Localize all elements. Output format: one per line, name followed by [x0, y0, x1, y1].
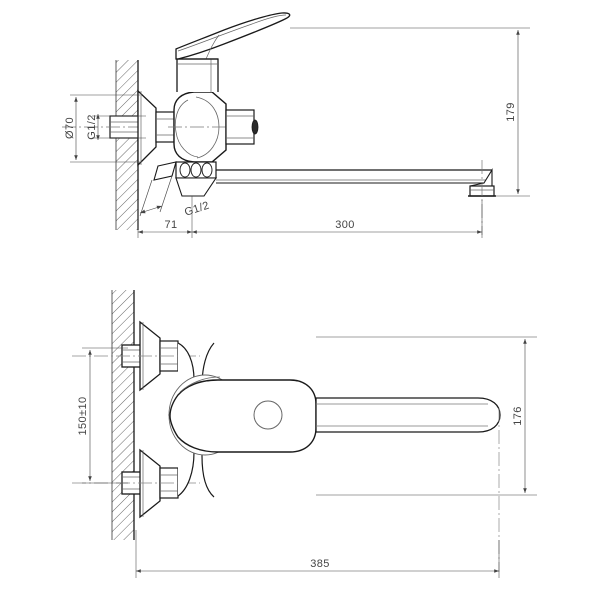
dimension-label-71: 71 — [164, 219, 177, 231]
dimension-300: 300 — [192, 200, 483, 238]
view-front-elevation: 150±10 176 385 — [72, 290, 537, 578]
dimension-385: 385 — [135, 530, 500, 578]
dimension-label-176: 176 — [512, 406, 524, 426]
dimension-label-300: 300 — [335, 219, 355, 231]
lever-handle-upper — [175, 12, 291, 60]
wall-section-lower — [111, 290, 135, 540]
spout-lower — [315, 397, 501, 572]
dimension-71: 71 — [137, 196, 193, 238]
dimension-thread-g12-outlet: G1/2 — [183, 200, 211, 219]
dimension-label-385: 385 — [310, 558, 330, 570]
dimension-176: 176 — [316, 336, 537, 496]
lever-handle-lower — [169, 376, 317, 453]
dimension-label-179: 179 — [505, 102, 517, 122]
dimension-150-plusminus-10: 150±10 — [77, 347, 128, 484]
shower-outlet-upper — [139, 161, 218, 217]
wall-section-upper — [115, 60, 139, 230]
dimension-179: 179 — [290, 27, 530, 197]
dimension-label-150-plusminus-10: 150±10 — [77, 396, 89, 435]
dimension-label-g12-outlet: G1/2 — [183, 200, 211, 219]
dimension-diameter-70: Ø70 — [64, 94, 140, 163]
escutcheon-flange-upper — [137, 89, 157, 167]
dimension-thread-g12-inlet: G1/2 — [86, 114, 146, 140]
spout-upper — [216, 160, 496, 235]
dimension-label-g12-inlet: G1/2 — [86, 114, 98, 139]
dimension-label-diameter-70: Ø70 — [64, 117, 76, 139]
mixer-body-upper — [168, 58, 259, 163]
view-side-elevation: Ø70 G1/2 G1/2 71 — [62, 12, 530, 238]
